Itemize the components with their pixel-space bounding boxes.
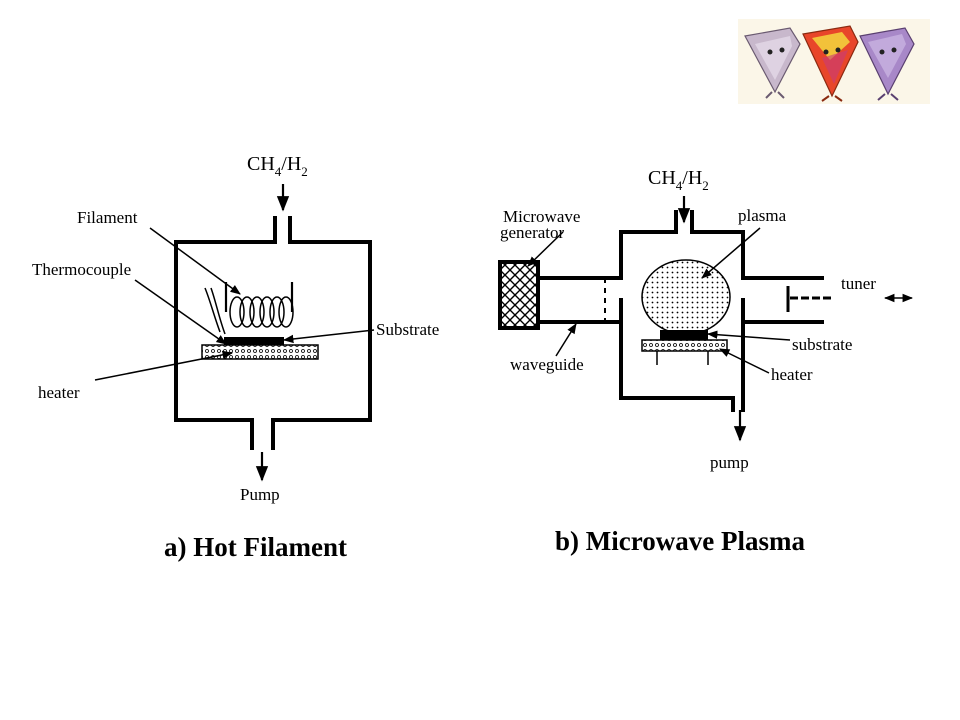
microwave-plasma-diagram: CH4/H2 tuner pump	[498, 167, 914, 556]
mp-chamber-wall-top-right	[690, 210, 745, 280]
mp-plasma-leader	[701, 227, 761, 279]
mp-tuner-plunger	[786, 286, 832, 312]
hf-substrate-leader	[282, 329, 375, 344]
hf-thermocouple-wire-b	[210, 287, 226, 335]
hf-caption: a) Hot Filament	[164, 532, 347, 562]
mp-generator-leader	[527, 231, 564, 267]
hf-pump-label: Pump	[240, 485, 280, 504]
diamond-character-left	[744, 27, 801, 99]
hf-heater-leader	[94, 350, 234, 381]
diamond-character-middle	[802, 25, 859, 102]
diamond-character-right	[859, 27, 915, 101]
hf-thermocouple-label: Thermocouple	[32, 260, 131, 279]
mp-substrate-leader	[706, 330, 791, 341]
mp-waveguide-leader	[555, 323, 577, 357]
hf-gas-label: CH4/H2	[247, 153, 308, 179]
hf-heater-label: heater	[38, 383, 80, 402]
mp-heater-label: heater	[771, 365, 813, 384]
mp-microwave-generator	[498, 260, 540, 330]
hf-filament-leader	[149, 227, 241, 295]
mp-waveguide-label: waveguide	[510, 355, 584, 374]
mp-plasma-label: plasma	[738, 206, 787, 225]
mp-pump-label: pump	[710, 453, 749, 472]
hf-thermocouple-leader	[134, 279, 227, 345]
hf-chamber-wall-right	[271, 216, 372, 450]
mp-chamber-wall-top-left	[619, 210, 678, 280]
mp-generator-label-line2: generator	[500, 223, 565, 242]
hf-substrate	[224, 337, 284, 345]
mp-heater-leader	[719, 348, 770, 374]
mp-gas-label: CH4/H2	[648, 167, 709, 193]
mp-plasma-ball	[641, 259, 731, 335]
hf-substrate-label: Substrate	[376, 320, 439, 339]
mp-chamber-wall-bottom-left	[619, 298, 735, 412]
mp-generator-label-line1: Microwave	[503, 207, 580, 226]
hf-filament-coil	[224, 282, 294, 328]
hf-heater	[201, 344, 319, 360]
mp-heater	[641, 339, 728, 352]
hf-filament-label: Filament	[77, 208, 138, 227]
mp-substrate	[660, 330, 708, 340]
hf-thermocouple-wire-a	[204, 287, 221, 333]
mp-caption: b) Microwave Plasma	[555, 526, 805, 556]
mp-substrate-label: substrate	[792, 335, 852, 354]
hf-chamber-wall-left	[174, 216, 277, 450]
mp-tuner-label: tuner	[841, 274, 876, 293]
hot-filament-diagram: CH4/H2 Pump Filament Thermocou	[32, 153, 439, 562]
mp-heater-supports	[656, 351, 709, 365]
logo	[738, 19, 930, 104]
